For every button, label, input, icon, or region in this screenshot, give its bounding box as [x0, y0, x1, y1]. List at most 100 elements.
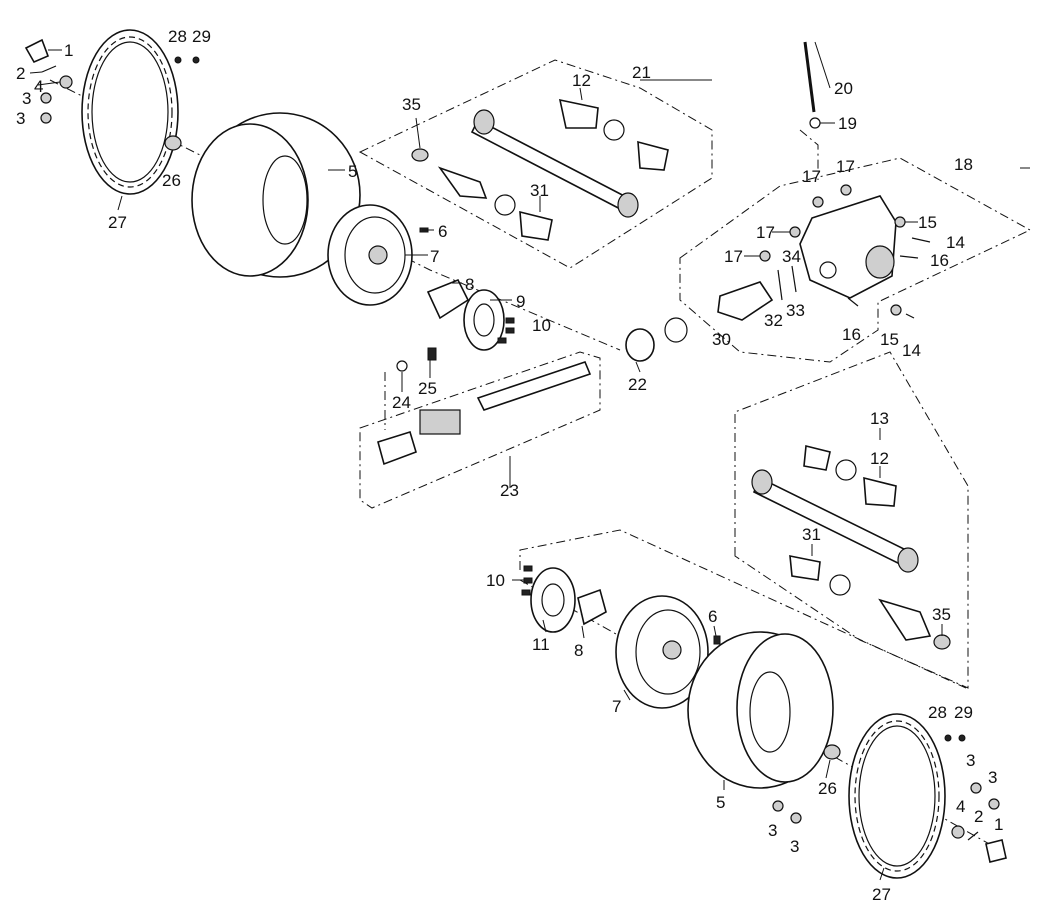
- outer-joint-upper: [637, 140, 669, 171]
- callout-28-upper: 28: [168, 27, 187, 46]
- cv-boot-31-lower: [789, 555, 821, 581]
- bolt-29-upper: [192, 56, 200, 64]
- washer-26-lower: [823, 744, 841, 760]
- callout-6-lower: 6: [708, 607, 717, 626]
- callout-10-upper: 10: [532, 316, 551, 335]
- seal-ring: [664, 317, 688, 343]
- vent-hose-20: [803, 41, 816, 113]
- cap-1-upper: [24, 38, 50, 64]
- group-21-boundary: [358, 59, 713, 269]
- callout-8-lower: 8: [574, 641, 583, 660]
- callout-1-upper: 1: [64, 41, 73, 60]
- nut-17-c: [789, 226, 801, 238]
- nut-35-lower: [933, 634, 951, 650]
- wheel-lower: [615, 595, 709, 709]
- clamp-31-lower: [829, 574, 851, 596]
- callout-7-lower: 7: [612, 697, 621, 716]
- callout-3-lower-d: 3: [790, 837, 799, 856]
- bolts-10-upper: [497, 317, 515, 344]
- bolt-33: [791, 265, 797, 293]
- callout-17-a: 17: [802, 167, 821, 186]
- callout-34: 34: [782, 247, 801, 266]
- callout-14-a: 14: [946, 233, 965, 252]
- callout-29-upper: 29: [192, 27, 211, 46]
- callout-1-lower: 1: [994, 815, 1003, 834]
- tire-upper: [191, 112, 361, 278]
- callout-33: 33: [786, 301, 805, 320]
- nut-3-lower-d: [790, 812, 802, 824]
- callout-21: 21: [632, 63, 651, 82]
- clip-19: [809, 117, 821, 129]
- bolt-16-b: [847, 297, 859, 307]
- callout-3-lower-b: 3: [988, 768, 997, 787]
- rim-ring-upper: [81, 29, 179, 195]
- cv-boot-12-lower: [863, 476, 897, 507]
- leader-lines: [29, 41, 1030, 881]
- callout-27-upper: 27: [108, 213, 127, 232]
- callout-30: 30: [712, 330, 731, 349]
- group-23-boundary: [359, 351, 601, 509]
- prop-shaft-23: [377, 361, 592, 466]
- callout-31-upper: 31: [530, 181, 549, 200]
- washer-15-a: [894, 216, 906, 228]
- callout-20: 20: [834, 79, 853, 98]
- nut-3-upper-a: [40, 92, 52, 104]
- hub-lower: [577, 588, 607, 626]
- bolt-14-a: [911, 237, 931, 243]
- nut-3-lower-b: [988, 798, 1000, 810]
- group-18-boundary: [679, 157, 1032, 363]
- callout-27-lower: 27: [872, 885, 891, 904]
- washer-15-b: [890, 304, 902, 316]
- callout-8-upper: 8: [465, 275, 474, 294]
- callout-6-upper: 6: [438, 222, 447, 241]
- clamp-upper: [603, 119, 625, 141]
- brake-disc-lower: [530, 567, 576, 633]
- bolt-16-a: [899, 255, 919, 259]
- callout-31-lower: 31: [802, 525, 821, 544]
- clamp-31-upper: [494, 194, 516, 216]
- callout-12-lower: 12: [870, 449, 889, 468]
- hub-upper: [426, 278, 470, 320]
- callout-14-b: 14: [902, 341, 921, 360]
- callout-16-b: 16: [842, 325, 861, 344]
- outer-joint-lower: [803, 444, 831, 471]
- callout-24: 24: [392, 393, 411, 412]
- callout-2-lower: 2: [974, 807, 983, 826]
- callout-26-upper: 26: [162, 171, 181, 190]
- nut-17-d: [759, 250, 771, 262]
- callout-17-b: 17: [836, 157, 855, 176]
- callout-16-a: 16: [930, 251, 949, 270]
- callout-15-a: 15: [918, 213, 937, 232]
- pinion-flange-30: [717, 281, 774, 321]
- callout-4-lower: 4: [956, 797, 965, 816]
- nut-4-upper: [59, 75, 73, 89]
- clamp-lower: [835, 459, 857, 481]
- nut-17-b: [840, 184, 852, 196]
- cv-boot-12-upper: [558, 98, 599, 129]
- callout-35-upper: 35: [402, 95, 421, 114]
- inner-stub-upper: [437, 166, 488, 199]
- stud-2-lower: [967, 831, 979, 841]
- bolt-29-lower: [958, 734, 966, 742]
- callout-15-b: 15: [880, 330, 899, 349]
- callout-12-upper: 12: [572, 71, 591, 90]
- bolt-28-upper: [174, 56, 182, 64]
- callout-17-c: 17: [756, 223, 775, 242]
- stud-2-upper: [41, 65, 57, 73]
- callout-26-lower: 26: [818, 779, 837, 798]
- cv-boot-31-upper: [519, 210, 553, 241]
- callout-3-upper-b: 3: [16, 109, 25, 128]
- drive-shaft-upper: [470, 109, 639, 218]
- wheel-upper: [327, 204, 413, 306]
- brake-disc-upper: [463, 289, 505, 351]
- callout-28-lower: 28: [928, 703, 947, 722]
- callout-29-lower: 29: [954, 703, 973, 722]
- callout-5-upper: 5: [348, 162, 357, 181]
- callout-22: 22: [628, 375, 647, 394]
- callout-18: 18: [954, 155, 973, 174]
- washer-26-upper: [164, 135, 182, 151]
- callout-11: 11: [532, 635, 550, 654]
- callout-5-lower: 5: [716, 793, 725, 812]
- callout-labels: 1 2 3 3 4 28 29 5 26 27 6 7 8 9 10 35 12…: [16, 27, 1003, 904]
